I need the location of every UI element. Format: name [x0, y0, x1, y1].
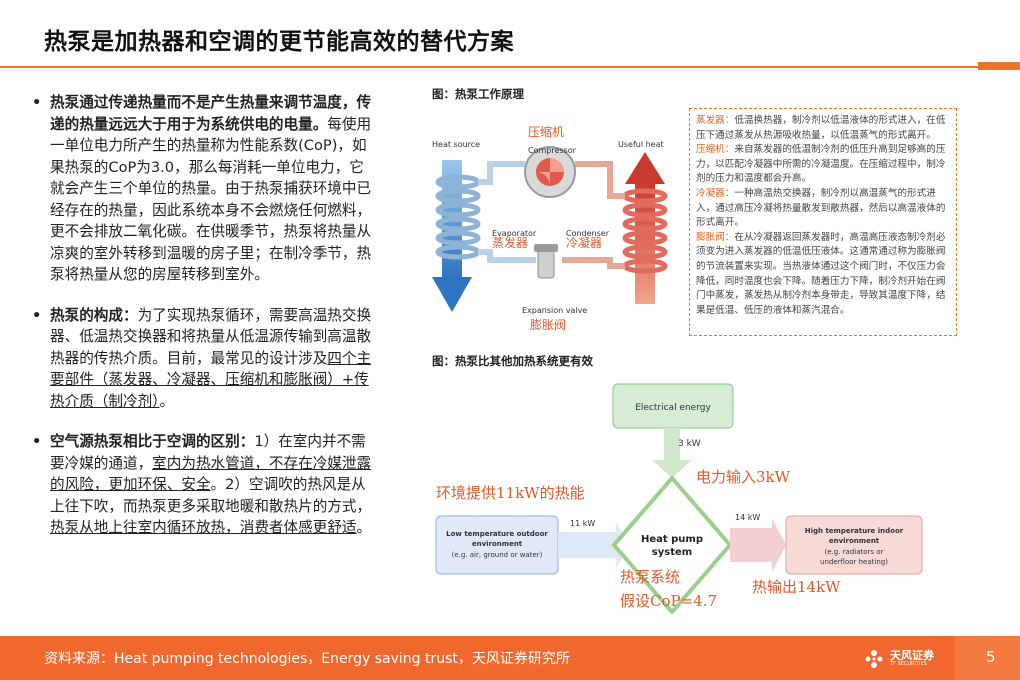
- condenser-label: Condenser: [566, 229, 610, 238]
- heat-pump-system-node: Heat pump system: [611, 474, 733, 614]
- bullet-difference-heading: 空气源热泵相比于空调的区别：: [50, 433, 255, 450]
- useful-heat-label: Useful heat: [618, 140, 664, 149]
- bullet-principle-text: 每使用一单位电力所产生的热量称为性能系数(CoP)，如果热泵的CoP为3.0，那…: [50, 115, 372, 284]
- bullet-principle: • 热泵通过传递热量而不是产生热量来调节温度，传递的热量远远大于用于为系统供电的…: [28, 92, 373, 286]
- bullet-difference-text2: 。2）空调吹的热风是从上往下吹，而热泵更多采取地暖和散热片的方式，: [50, 476, 372, 515]
- bullet-principle-heading: 热泵通过传递热量而不是产生热量来调节温度，传递的热量远远大于用于为系统供电的电量…: [50, 94, 372, 133]
- electrical-energy-label: Electrical energy: [635, 403, 711, 413]
- heat-source-label: Heat source: [432, 140, 480, 149]
- note-text: 一种高温热交换器，制冷剂以高温蒸气的形式进入，通过高压冷凝将热量散发到散热器，然…: [696, 187, 946, 229]
- electrical-energy-box: Electrical energy: [612, 383, 734, 429]
- logo-text: 天风证券: [890, 649, 934, 662]
- note-text: 在从冷凝器返回蒸发器时，高温高压液态制冷剂必须变为进入蒸发器的低温低压液体。这通…: [696, 231, 946, 316]
- heat-output-arrow: [730, 518, 786, 572]
- bullet-dot: •: [32, 306, 42, 324]
- bullet-list: • 热泵通过传递热量而不是产生热量来调节温度，传递的热量远远大于用于为系统供电的…: [28, 92, 373, 558]
- bullet-composition-text: 为了实现热泵循环，需要高温热交换器、低温热交换器和将热量从低温源传输到高温散热器…: [50, 306, 372, 367]
- high-temperature-environment-box: High temperature indoor environment (e.g…: [785, 515, 923, 575]
- source-note: 资料来源：Heat pumping technologies，Energy sa…: [44, 651, 570, 667]
- compressor-label: Compressor: [528, 146, 577, 155]
- tf-securities-logo-icon: [865, 650, 883, 668]
- page-number-box: [955, 636, 1020, 680]
- bullet-difference-underlined1: 室内为热水管道，不存在冷媒泄露的风险，更加环保、安全: [50, 454, 372, 494]
- bullet-composition-end: 。: [159, 392, 175, 410]
- low-env-label-2: environment: [472, 540, 523, 548]
- heat-pump-cycle-diagram: Heat source Useful heat Compressor 压缩机 E…: [432, 124, 668, 332]
- bullet-composition-underlined: 四个主要部件（蒸发器、冷凝器、压缩机和膨胀阀）+传热介质（制冷剂）: [50, 349, 372, 410]
- note-key: 冷凝器：: [696, 187, 735, 199]
- note-evaporator: 蒸发器：低温换热器，制冷剂以低温液体的形式进入，在低压下通过蒸发从热源吸收热量，…: [696, 114, 950, 143]
- low-temperature-environment-box: Low temperature outdoor environment (e.g…: [435, 515, 559, 575]
- note-text: 来自蒸发器的低温制冷剂的低压升高到足够高的压力，以匹配冷凝器中所需的冷凝温度。在…: [696, 144, 946, 185]
- evaporator-label: Evaporator: [492, 229, 537, 238]
- refrigerant-pipes: [478, 161, 625, 269]
- expansion-valve-cn-label: 膨胀阀: [530, 318, 566, 332]
- expansion-valve-icon: [534, 244, 558, 279]
- evaporator-cn-label: 蒸发器: [492, 235, 528, 250]
- ambient-kw-label: 11 kW: [570, 519, 595, 528]
- bullet-dot: •: [32, 94, 42, 111]
- low-env-label-3: (e.g. air, ground or water): [452, 551, 543, 559]
- high-env-label-4: underfloor heating): [820, 558, 888, 566]
- bullet-difference: • 空气源热泵相比于空调的区别：1）在室内并不需要冷媒的通道，室内为热水管道，不…: [28, 431, 373, 539]
- component-notes-box: 蒸发器：低温换热器，制冷剂以低温液体的形式进入，在低压下通过蒸发从热源吸收热量，…: [689, 108, 957, 336]
- bullet-difference-text1: 1）在室内并不需要冷媒的通道，: [50, 433, 366, 472]
- bullet-difference-underlined2: 热泵从地上往室内循环放热，消费者体感更舒适: [50, 519, 357, 536]
- env-heat-cn-label: 环境提供11kW的热能: [436, 484, 585, 502]
- footer-bar: 资料来源：Heat pumping technologies，Energy sa…: [0, 636, 1020, 680]
- title-divider-accent: [978, 62, 1020, 70]
- title-divider: [0, 66, 978, 68]
- output-cn-label: 热输出14kW: [752, 578, 841, 596]
- high-env-label-2: environment: [829, 537, 880, 545]
- note-key: 压缩机：: [696, 144, 735, 156]
- power-kw-label: 3 kW: [678, 439, 701, 449]
- bullet-difference-end: 。: [356, 519, 372, 536]
- compressor-cn-label: 压缩机: [528, 124, 564, 139]
- high-env-label-3: (e.g. radiators or: [825, 548, 884, 556]
- condenser-coil: [622, 188, 668, 274]
- cop-cn-label: 假设CoP=4.7: [620, 592, 717, 610]
- figure1-caption: 图：热泵工作原理: [432, 87, 524, 101]
- power-input-cn-label: 电力输入3kW: [696, 468, 791, 486]
- heat-pump-efficiency-flow: Electrical energy 3 kW 电力输入3kW 环境提供11kW的…: [435, 383, 923, 614]
- note-expansion-valve: 膨胀阀：在从冷凝器返回蒸发器时，高温高压液态制冷剂必须变为进入蒸发器的低温低压液…: [696, 231, 950, 319]
- condenser-cn-label: 冷凝器: [566, 235, 602, 250]
- note-key: 蒸发器：: [696, 115, 735, 126]
- heat-pump-label-1: Heat pump: [641, 534, 703, 545]
- figure2-caption: 图：热泵比其他加热系统更有效: [432, 354, 593, 368]
- system-cn-label: 热泵系统: [620, 568, 680, 586]
- bullet-composition: • 热泵的构成：为了实现热泵循环，需要高温热交换器、低温热交换器和将热量从低温源…: [28, 305, 373, 413]
- note-condenser: 冷凝器：一种高温热交换器，制冷剂以高温蒸气的形式进入，通过高压冷凝将热量散发到散…: [696, 187, 950, 231]
- low-env-label-1: Low temperature outdoor: [446, 530, 548, 538]
- page-title: 热泵是加热器和空调的更节能高效的替代方案: [44, 29, 514, 55]
- logo-subtext: TF SECURITIES: [890, 661, 927, 667]
- bullet-dot: •: [32, 433, 42, 450]
- expansion-valve-label: Expansion valve: [522, 306, 587, 315]
- compressor-icon: [524, 146, 576, 198]
- note-key: 膨胀阀：: [696, 231, 735, 243]
- bullet-composition-heading: 热泵的构成：: [50, 306, 138, 324]
- note-compressor: 压缩机：来自蒸发器的低温制冷剂的低压升高到足够高的压力，以匹配冷凝器中所需的冷凝…: [696, 143, 950, 187]
- power-input-arrow: [652, 428, 692, 478]
- heat-pump-label-2: system: [652, 547, 692, 558]
- output-kw-label: 14 kW: [735, 513, 760, 522]
- high-env-label-1: High temperature indoor: [805, 527, 904, 535]
- page-number: 5: [986, 648, 996, 666]
- note-text: 低温换热器，制冷剂以低温液体的形式进入，在低压下通过蒸发从热源吸收热量，以低温蒸…: [696, 115, 946, 141]
